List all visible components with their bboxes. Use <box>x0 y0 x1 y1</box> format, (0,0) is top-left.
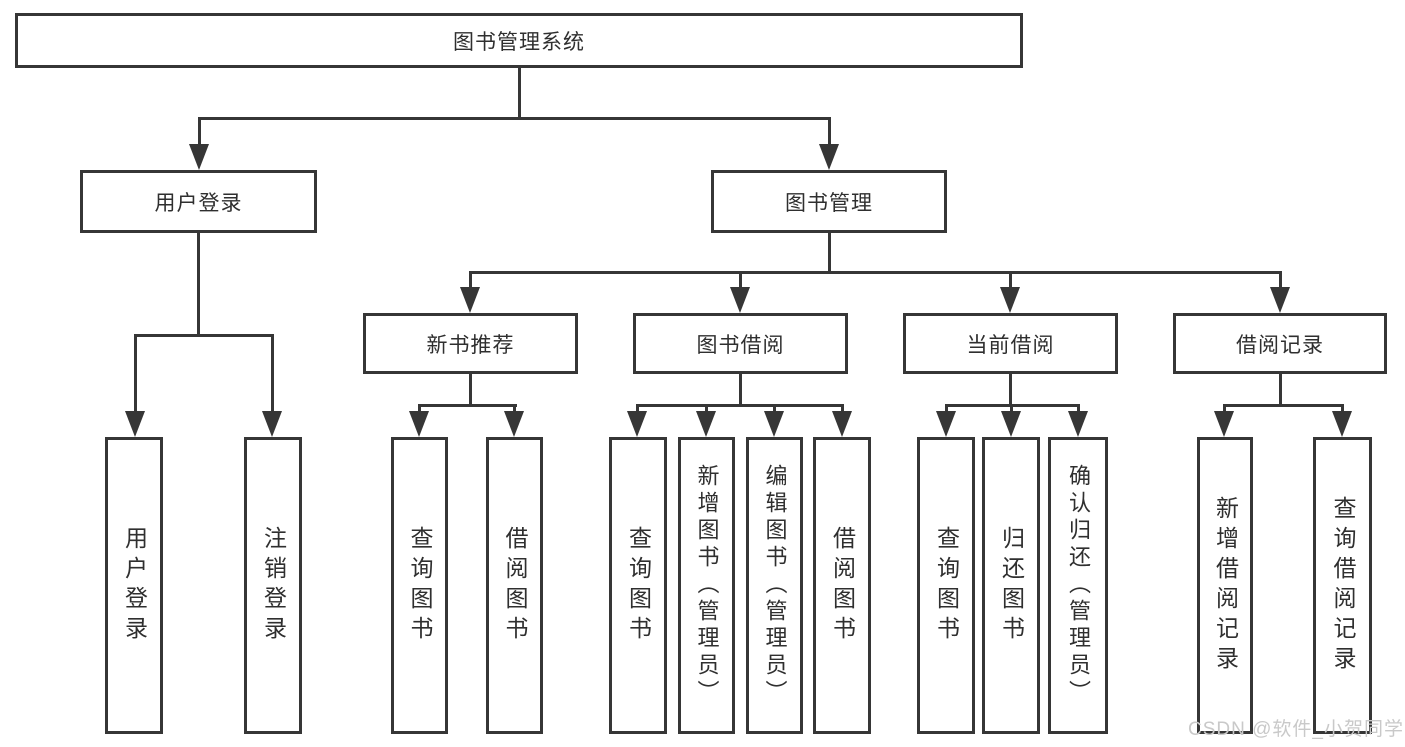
connector-line <box>418 404 517 407</box>
node-book-management: 图书管理 <box>711 170 947 233</box>
connector-line <box>1077 404 1080 412</box>
connector-line <box>705 404 708 412</box>
node-root: 图书管理系统 <box>15 13 1023 68</box>
arrow-down-icon <box>627 411 647 437</box>
leaf-user-login-label: 用户登录 <box>121 525 148 646</box>
arrow-down-icon <box>1332 411 1352 437</box>
leaf-recommend-borrow-book: 借阅图书 <box>486 437 543 734</box>
connector-line <box>418 404 421 412</box>
node-book-management-label: 图书管理 <box>785 191 873 215</box>
connector-line <box>469 271 472 289</box>
connector-line <box>134 334 274 337</box>
connector-line <box>271 334 274 412</box>
node-user-login: 用户登录 <box>80 170 317 233</box>
leaf-record-add-label: 新增借阅记录 <box>1212 495 1239 676</box>
connector-line <box>1010 404 1013 412</box>
leaf-user-login: 用户登录 <box>105 437 163 734</box>
connector-line <box>1009 271 1012 289</box>
arrow-down-icon <box>1000 287 1020 313</box>
connector-line <box>841 404 844 412</box>
connector-line <box>1341 404 1344 412</box>
connector-line <box>739 374 742 407</box>
arrow-down-icon <box>832 411 852 437</box>
arrow-down-icon <box>819 144 839 170</box>
connector-line <box>513 404 516 412</box>
leaf-borrow-query-book-label: 查询图书 <box>625 525 652 646</box>
leaf-record-query-label: 查询借阅记录 <box>1330 495 1356 676</box>
connector-line <box>469 271 1282 274</box>
arrow-down-icon <box>696 411 716 437</box>
connector-line <box>828 117 831 146</box>
arrow-down-icon <box>936 411 956 437</box>
connector-line <box>1279 271 1282 289</box>
connector-line <box>636 404 844 407</box>
leaf-logout-label: 注销登录 <box>260 525 287 646</box>
node-current-borrow: 当前借阅 <box>903 313 1118 374</box>
connector-line <box>1279 374 1282 407</box>
leaf-logout: 注销登录 <box>244 437 302 734</box>
arrow-down-icon <box>1214 411 1234 437</box>
arrow-down-icon <box>1068 411 1088 437</box>
node-borrow-record: 借阅记录 <box>1173 313 1387 374</box>
leaf-borrow-add-book: 新增图书（管理员） <box>678 437 735 734</box>
leaf-current-query-book-label: 查询图书 <box>933 525 960 646</box>
arrow-down-icon <box>764 411 784 437</box>
connector-line <box>636 404 639 412</box>
arrow-down-icon <box>730 287 750 313</box>
connector-line <box>945 404 948 412</box>
connector-line <box>518 68 521 120</box>
node-user-login-label: 用户登录 <box>154 191 243 215</box>
node-new-book-recommend: 新书推荐 <box>363 313 578 374</box>
node-root-label: 图书管理系统 <box>453 30 585 54</box>
connector-line <box>1223 404 1343 407</box>
leaf-current-return-book-label: 归还图书 <box>998 525 1025 646</box>
leaf-current-return-book: 归还图书 <box>982 437 1040 734</box>
leaf-recommend-query-book-label: 查询图书 <box>407 525 433 646</box>
leaf-borrow-add-book-label: 新增图书（管理员） <box>694 464 720 707</box>
node-new-book-recommend-label: 新书推荐 <box>426 333 515 357</box>
arrow-down-icon <box>1001 411 1021 437</box>
connector-line <box>739 271 742 289</box>
arrow-down-icon <box>1270 287 1290 313</box>
leaf-record-add: 新增借阅记录 <box>1197 437 1253 734</box>
arrow-down-icon <box>189 144 209 170</box>
arrow-down-icon <box>262 411 282 437</box>
leaf-recommend-borrow-book-label: 借阅图书 <box>502 525 528 646</box>
leaf-current-query-book: 查询图书 <box>917 437 975 734</box>
csdn-watermark: CSDN @软件_小贺同学 <box>1188 719 1404 740</box>
node-borrow-record-label: 借阅记录 <box>1236 333 1324 357</box>
node-current-borrow-label: 当前借阅 <box>966 333 1055 357</box>
connector-line <box>198 117 201 146</box>
connector-line <box>469 374 472 407</box>
connector-line <box>197 233 200 337</box>
arrow-down-icon <box>409 411 429 437</box>
leaf-borrow-borrow-book-label: 借阅图书 <box>829 525 856 646</box>
node-book-borrow-label: 图书借阅 <box>696 333 785 357</box>
leaf-borrow-edit-book-label: 编辑图书（管理员） <box>762 464 788 707</box>
connector-line <box>198 117 831 120</box>
leaf-current-confirm-return-label: 确认归还（管理员） <box>1066 464 1091 707</box>
leaf-borrow-borrow-book: 借阅图书 <box>813 437 871 734</box>
leaf-current-confirm-return: 确认归还（管理员） <box>1048 437 1108 734</box>
arrow-down-icon <box>460 287 480 313</box>
arrow-down-icon <box>125 411 145 437</box>
leaf-recommend-query-book: 查询图书 <box>391 437 448 734</box>
leaf-record-query: 查询借阅记录 <box>1313 437 1372 734</box>
connector-line <box>1009 374 1012 407</box>
connector-line <box>1223 404 1226 412</box>
arrow-down-icon <box>504 411 524 437</box>
connector-line <box>134 334 137 412</box>
node-book-borrow: 图书借阅 <box>633 313 848 374</box>
leaf-borrow-edit-book: 编辑图书（管理员） <box>746 437 803 734</box>
leaf-borrow-query-book: 查询图书 <box>609 437 667 734</box>
connector-line <box>828 233 831 274</box>
connector-line <box>773 404 776 412</box>
